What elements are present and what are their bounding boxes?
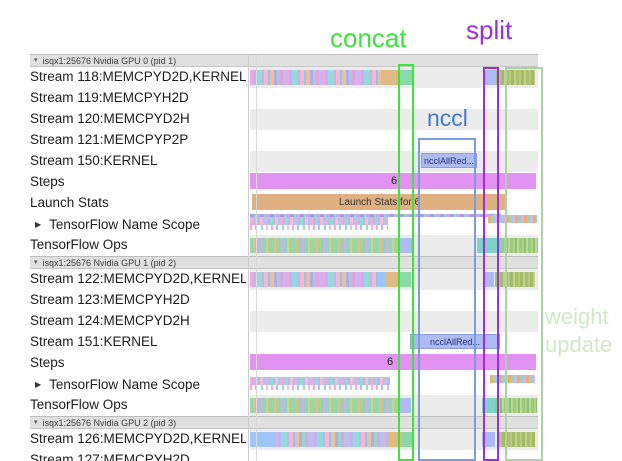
event-segment[interactable] xyxy=(250,385,390,390)
event-segment[interactable] xyxy=(483,272,494,287)
event-segment[interactable] xyxy=(250,225,388,230)
steps-count-label: 6 xyxy=(386,356,394,368)
track-row: Stream 127:MEMCPYH2D xyxy=(0,450,622,461)
track-label: Steps xyxy=(30,174,65,189)
track-label: Stream 120:MEMCPYD2H xyxy=(30,111,190,126)
track-label: Stream 124:MEMCPYD2H xyxy=(30,313,190,328)
event-segment[interactable] xyxy=(402,432,414,447)
section-header[interactable]: ▾ isqx1:25676 Nvidia GPU 1 (pid 2) xyxy=(30,256,538,269)
annotation-split: split xyxy=(466,15,513,45)
expand-triangle-icon: ▶ xyxy=(35,219,42,229)
track-label: Stream 121:MEMCPYP2P xyxy=(30,132,189,147)
section-header-label: isqx1:25676 Nvidia GPU 2 (pid 3) xyxy=(42,417,177,428)
launch-stats-bar[interactable]: Launch Stats for 6 xyxy=(252,194,507,210)
event-segment[interactable] xyxy=(250,217,388,225)
event-segment[interactable] xyxy=(385,272,398,287)
track-label: Stream 126:MEMCPYD2D,KERNEL,MI xyxy=(30,431,246,446)
event-segment[interactable] xyxy=(488,215,537,223)
event-segment[interactable] xyxy=(250,272,378,287)
track-row: Stream 122:MEMCPYD2D,KERNEL,MI xyxy=(0,269,622,290)
track-row: Stream 123:MEMCPYH2D xyxy=(0,290,622,311)
track-row: Stream 124:MEMCPYD2H xyxy=(0,311,622,332)
annotation-weight-update: weight update xyxy=(545,304,613,357)
highlight-box-concat-box xyxy=(398,64,414,461)
track-row: ▶ TensorFlow Name Scope xyxy=(0,374,622,395)
time-marker xyxy=(256,54,257,461)
annotation-nccl: nccl xyxy=(427,105,468,131)
track-row: Stream 120:MEMCPYD2H xyxy=(0,109,622,130)
track-row: TensorFlow Ops xyxy=(0,395,622,416)
track-label-text: TensorFlow Name Scope xyxy=(49,217,200,232)
section-header[interactable]: ▾ isqx1:25676 Nvidia GPU 2 (pid 3) xyxy=(30,416,538,429)
event-segment[interactable] xyxy=(250,70,381,85)
event-segment[interactable] xyxy=(501,238,538,253)
track-label: Stream 127:MEMCPYH2D xyxy=(30,452,190,461)
expand-triangle-icon: ▶ xyxy=(35,379,42,389)
steps-count-label: 6 xyxy=(390,175,398,187)
track-row: Stream 151:KERNEL ncclAllRed... xyxy=(0,332,622,353)
track-row: ▶ TensorFlow Name Scope xyxy=(0,214,622,235)
track-row: Steps 6 xyxy=(0,172,622,193)
track-row: Stream 119:MEMCPYH2D xyxy=(0,88,622,109)
event-segment[interactable] xyxy=(490,375,535,383)
section-header-label: isqx1:25676 Nvidia GPU 0 (pid 1) xyxy=(42,55,177,66)
event-segment[interactable] xyxy=(275,432,388,447)
track-label: Stream 119:MEMCPYH2D xyxy=(30,90,189,105)
event-segment[interactable] xyxy=(381,70,397,85)
event-segment[interactable] xyxy=(250,238,399,253)
track-row: Launch Stats Launch Stats for 6 xyxy=(0,193,622,214)
annotation-concat: concat xyxy=(330,23,407,53)
event-segment[interactable] xyxy=(378,272,385,287)
track-label-text: TensorFlow Name Scope xyxy=(49,377,200,392)
track-label: Stream 118:MEMCPYD2D,KERNEL,ME xyxy=(30,69,246,84)
steps-bar[interactable] xyxy=(250,354,536,370)
collapse-triangle-icon: ▾ xyxy=(34,57,38,64)
event-segment[interactable] xyxy=(399,238,412,253)
track-row: Stream 150:KERNEL ncclAllRed... xyxy=(0,151,622,172)
track-label: Stream 122:MEMCPYD2D,KERNEL,MI xyxy=(30,271,246,286)
highlight-box-nccl-box xyxy=(418,138,476,461)
track-label: Stream 123:MEMCPYH2D xyxy=(30,292,190,307)
event-segment[interactable] xyxy=(483,70,496,85)
track-row: Steps 6 xyxy=(0,353,622,374)
steps-bar[interactable] xyxy=(250,173,536,189)
highlight-box-split-box xyxy=(483,67,499,461)
section-header[interactable]: ▾ isqx1:25676 Nvidia GPU 0 (pid 1) xyxy=(30,54,538,67)
track-label: Stream 150:KERNEL xyxy=(30,153,158,168)
track-label[interactable]: ▶ TensorFlow Name Scope xyxy=(35,376,251,393)
collapse-triangle-icon: ▾ xyxy=(34,259,38,266)
event-segment[interactable] xyxy=(398,398,411,413)
track-label: TensorFlow Ops xyxy=(30,397,128,412)
track-label: Steps xyxy=(30,355,65,370)
event-segment[interactable] xyxy=(397,70,414,85)
collapse-triangle-icon: ▾ xyxy=(34,419,38,426)
panel-divider xyxy=(248,54,249,461)
timeline-cell xyxy=(250,311,538,332)
event-segment[interactable] xyxy=(250,432,275,447)
track-label: Stream 151:KERNEL xyxy=(30,334,158,349)
track-label: TensorFlow Ops xyxy=(30,237,128,252)
event-segment[interactable] xyxy=(398,272,411,287)
nccl-allreduce-bar[interactable]: ncclAllRed... xyxy=(421,153,477,168)
event-segment[interactable] xyxy=(250,398,398,413)
timeline-cell xyxy=(250,109,538,130)
event-segment[interactable] xyxy=(250,214,501,217)
track-row: Stream 126:MEMCPYD2D,KERNEL,MI xyxy=(0,429,622,450)
track-row: Stream 121:MEMCPYP2P xyxy=(0,130,622,151)
track-label: Launch Stats xyxy=(30,195,109,210)
event-segment[interactable] xyxy=(482,432,495,447)
event-segment[interactable] xyxy=(482,398,495,413)
nccl-allreduce-bar[interactable]: ncclAllRed... xyxy=(410,334,500,349)
track-label[interactable]: ▶ TensorFlow Name Scope xyxy=(35,216,251,233)
highlight-box-weight-update-box xyxy=(505,67,543,461)
section-header-label: isqx1:25676 Nvidia GPU 1 (pid 2) xyxy=(42,257,177,268)
track-row: TensorFlow Ops xyxy=(0,235,622,256)
event-segment[interactable] xyxy=(250,377,390,385)
